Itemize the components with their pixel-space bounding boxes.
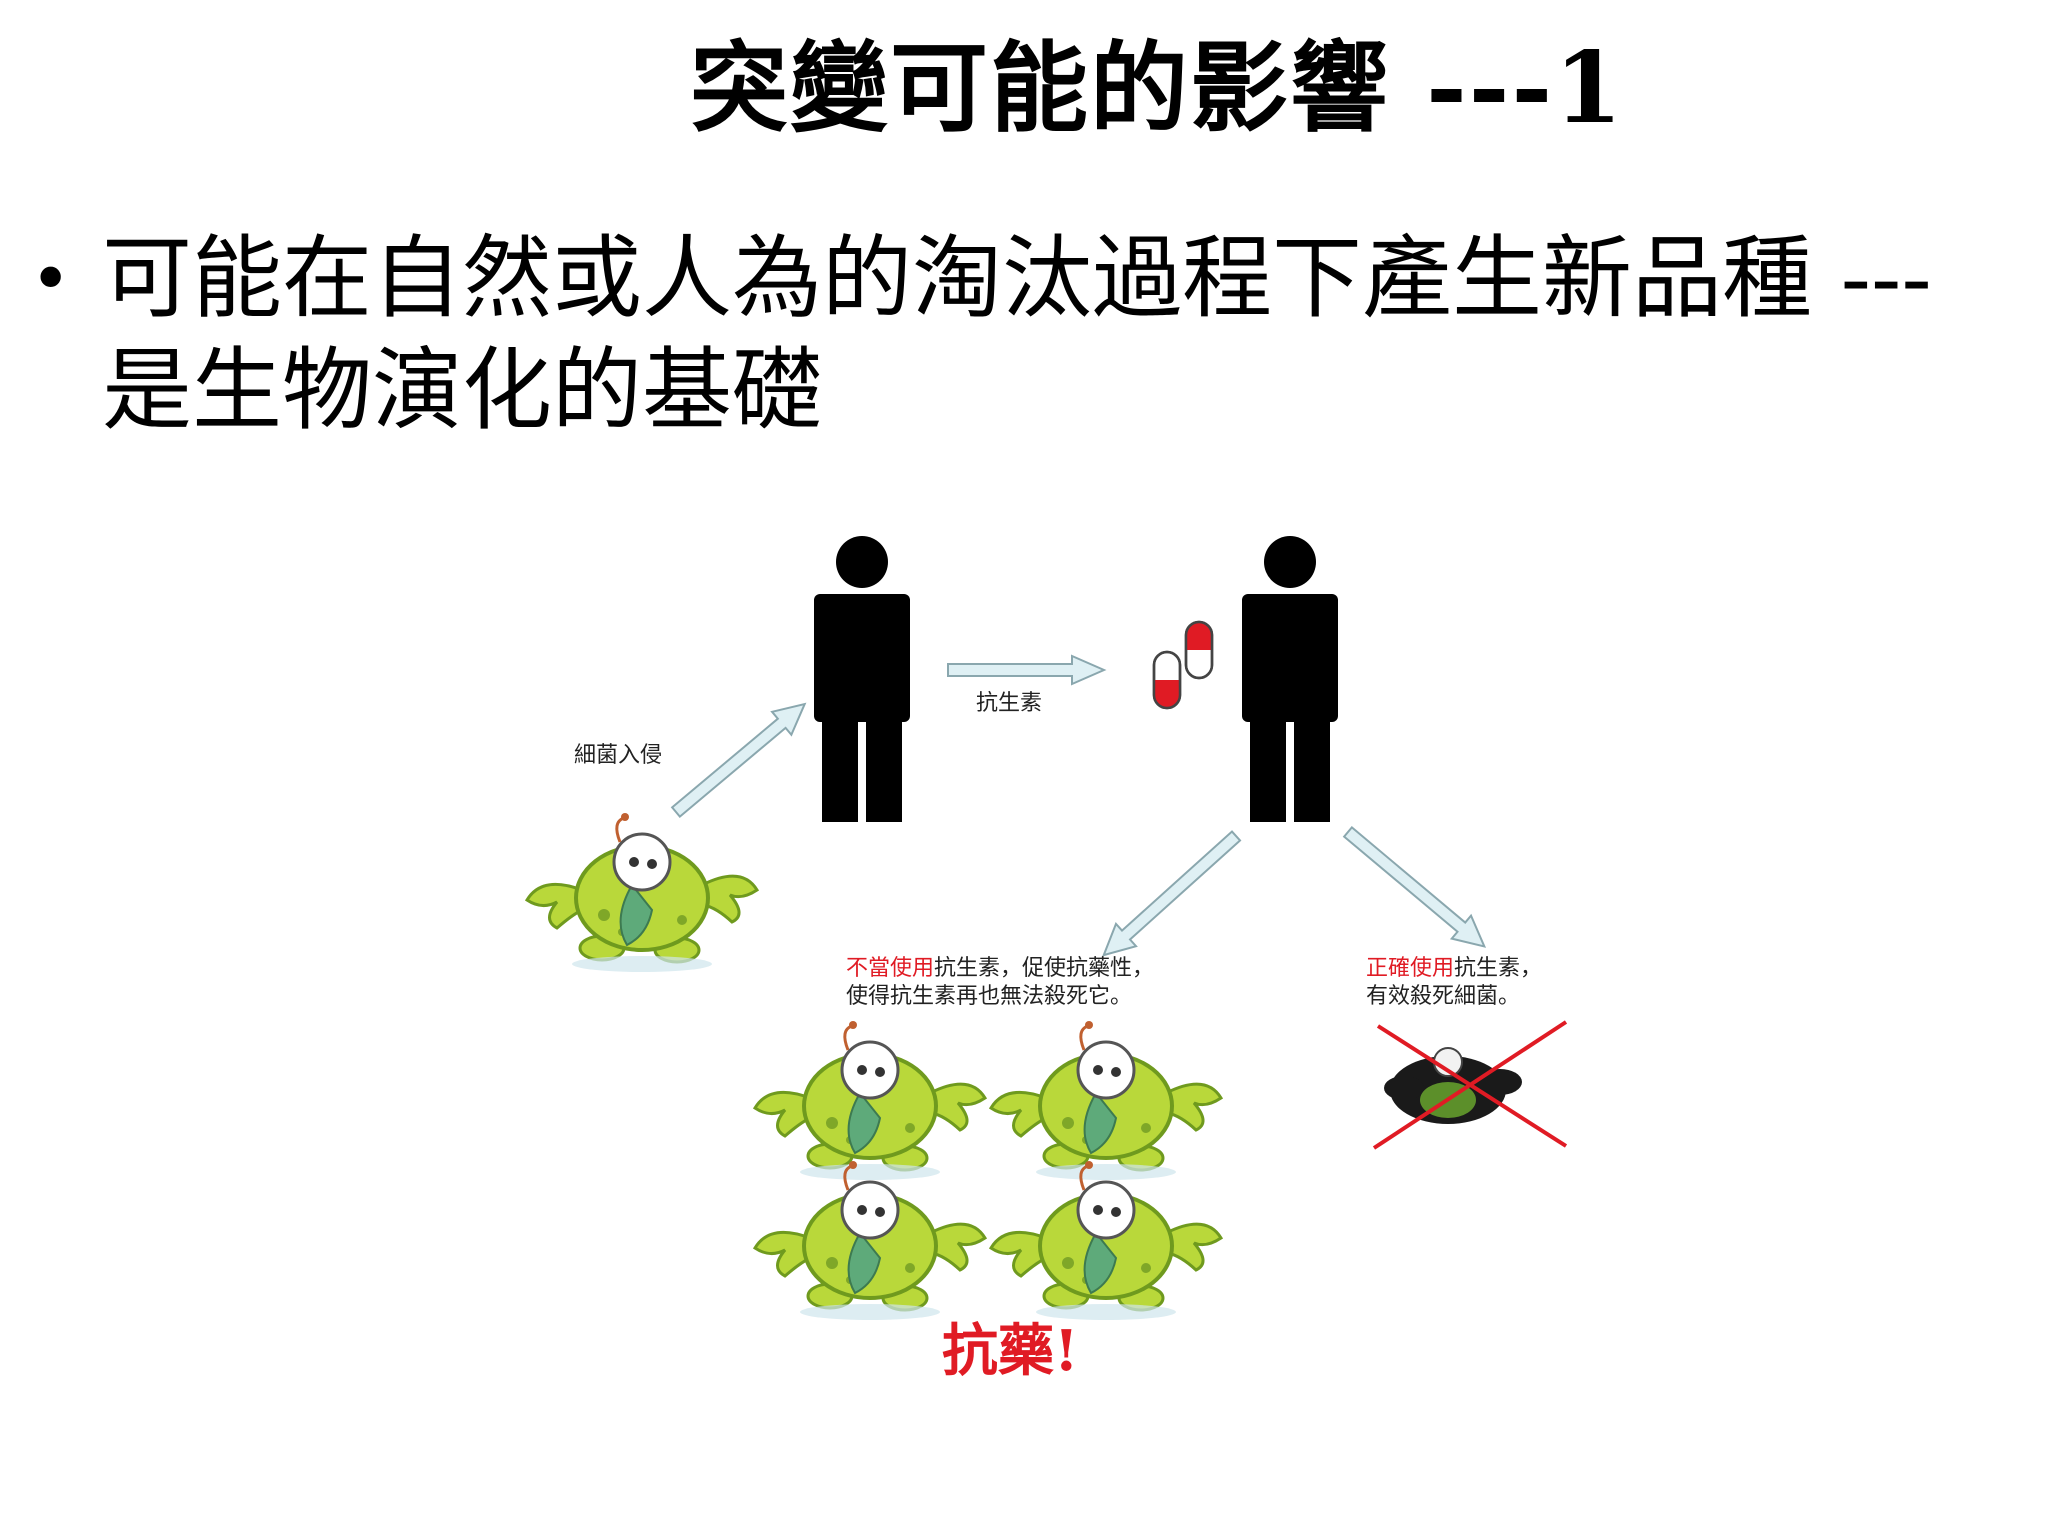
germ-icon [753,1159,987,1322]
pill-icon [1152,650,1182,710]
arrow-down-right-icon [1342,825,1487,948]
antibiotic-label: 抗生素 [976,691,1042,716]
person-icon [814,536,910,822]
misuse-caption-line2: 使得抗生素再也無法殺死它。 [846,984,1132,1009]
arrow-up-right-icon [670,702,807,819]
dead-germ-icon [1384,1047,1522,1124]
pill-icon [1184,620,1214,680]
germ-icon [753,1019,987,1182]
arrow-down-left-icon [1102,830,1242,957]
slide-title: 突變可能的影響 ---1 [690,31,1625,146]
germ-icon [989,1159,1223,1322]
proper-caption-line1: 正確使用抗生素， [1366,956,1542,981]
bullet-dot: • [30,238,72,320]
misuse-caption-line1: 不當使用抗生素，促使抗藥性， [846,956,1154,981]
person-icon [1242,536,1338,822]
proper-caption-line2: 有效殺死細菌。 [1366,984,1520,1009]
germ-icon [525,811,759,974]
bullet-text-line1: 可能在自然或人為的淘汰過程下產生新品種 --- [102,226,1932,331]
germ-icon [989,1019,1223,1182]
resistance-label: 抗藥! [942,1318,1079,1384]
bullet-text-line2: 是生物演化的基礎 [102,338,822,443]
invade-label: 細菌入侵 [574,743,662,768]
misuse-caption-rest: 抗生素，促使抗藥性， [934,956,1154,981]
red-x-icon [1372,1020,1568,1150]
proper-caption-rest: 抗生素， [1454,956,1542,981]
arrow-right-icon [947,654,1107,686]
misuse-caption-red: 不當使用 [846,956,934,981]
proper-caption-red: 正確使用 [1366,956,1454,981]
